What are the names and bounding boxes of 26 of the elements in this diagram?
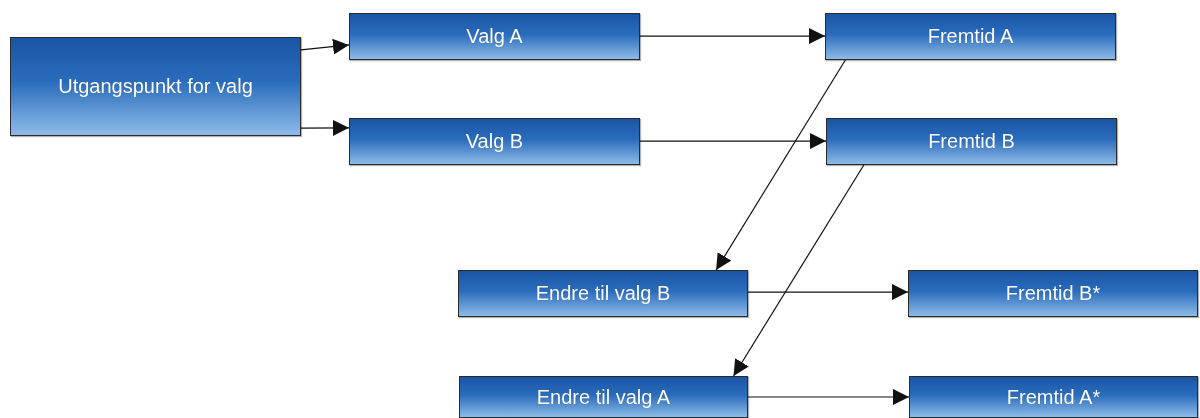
- process-box: [458, 270, 748, 317]
- arrow: [300, 38, 350, 55]
- box-label: Endre til valg B: [535, 282, 671, 305]
- process-box: [825, 13, 1116, 60]
- process-box: [908, 270, 1198, 317]
- box-label: Valg A: [466, 25, 523, 48]
- process-box: [459, 376, 748, 418]
- process-box: [826, 118, 1117, 165]
- arrow: [747, 389, 910, 405]
- arrow: [639, 133, 827, 150]
- box-label: Valg B: [465, 130, 524, 153]
- box-label: Utgangspunkt for valg: [58, 75, 253, 98]
- box-label: Fremtid A*: [1006, 385, 1101, 409]
- process-box: [349, 118, 640, 165]
- arrow: [300, 119, 350, 136]
- process-box: [349, 13, 640, 60]
- arrow: [715, 59, 846, 271]
- box-label: Fremtid A: [927, 25, 1014, 48]
- box-label: Endre til valg A: [536, 385, 671, 409]
- arrow: [747, 284, 909, 301]
- process-box: [10, 37, 301, 136]
- process-box: [909, 376, 1198, 418]
- arrow: [639, 28, 826, 45]
- arrow: [732, 164, 865, 377]
- box-label: Fremtid B*: [1005, 282, 1101, 305]
- box-label: Fremtid B: [928, 130, 1015, 153]
